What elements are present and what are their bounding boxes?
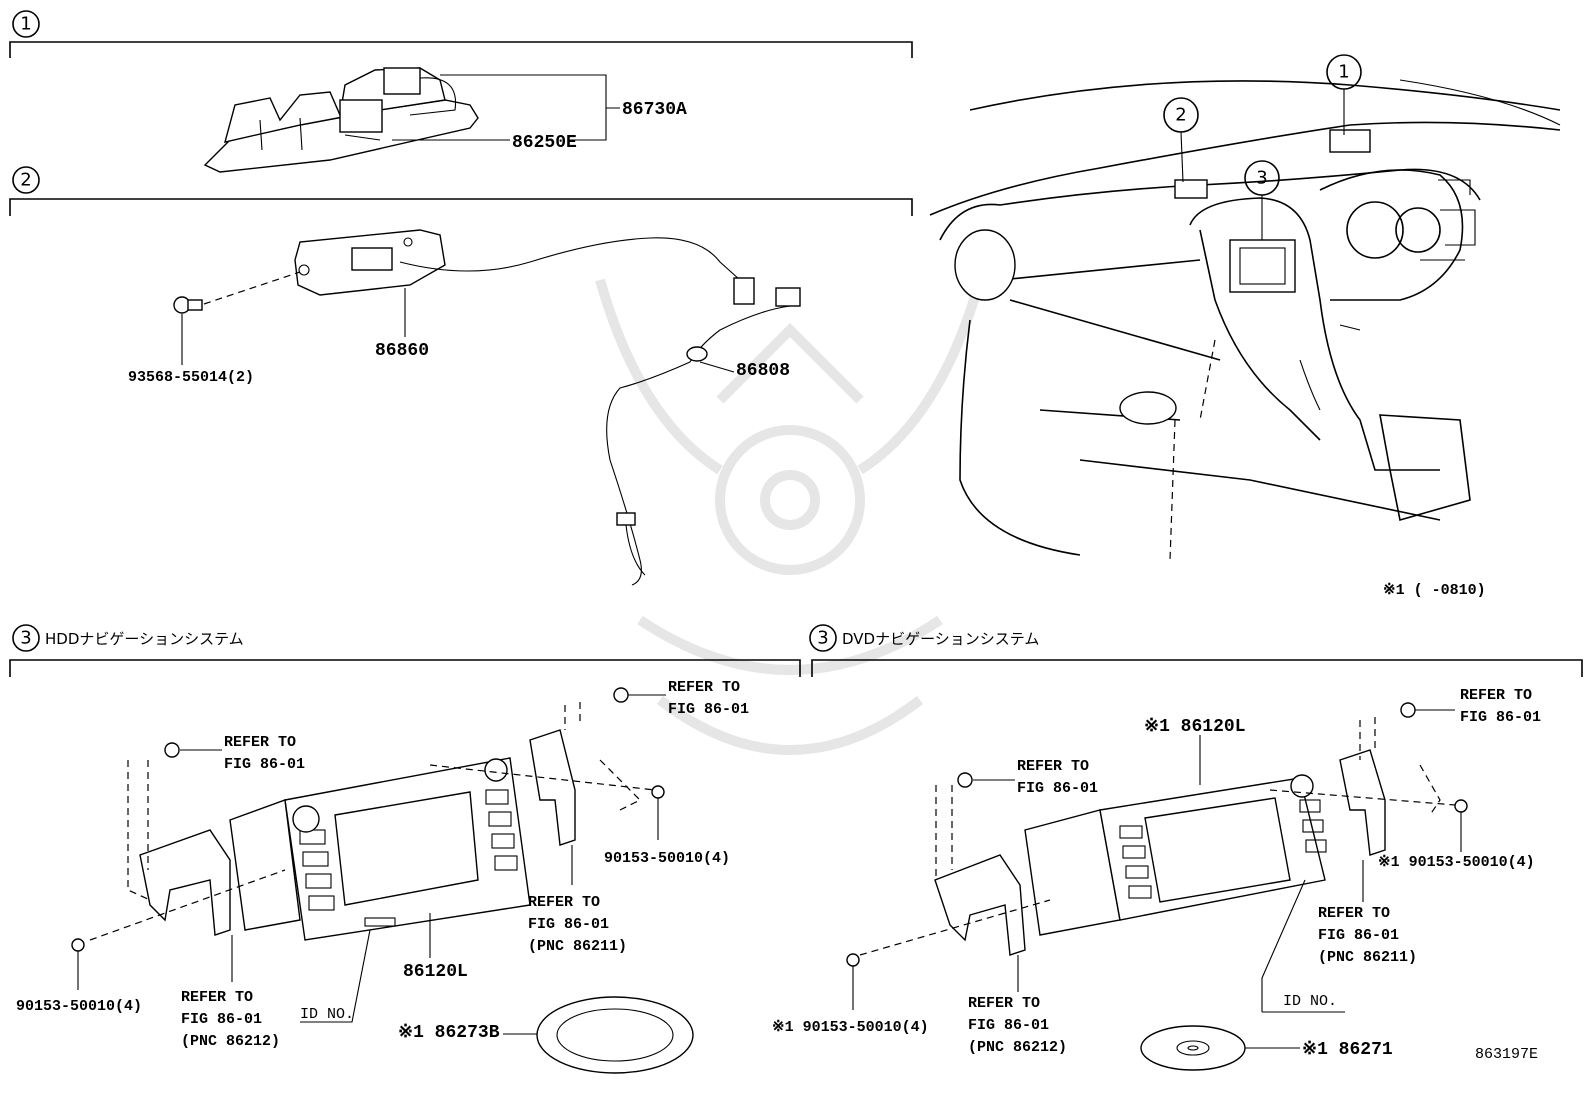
hdd-part-90153-right: 90153-50010(4): [604, 850, 730, 867]
hdd-refer-bot-line3: (PNC 86212): [181, 1033, 280, 1050]
section-3-hdd-marker: [12, 624, 40, 652]
hdd-head-unit: [229, 757, 531, 941]
dvd-id-no: ID NO.: [1283, 993, 1337, 1010]
dvd-part-86271: ※1 86271: [1302, 1040, 1393, 1060]
dvd-part-90153-left: ※1 90153-50010(4): [772, 1019, 929, 1036]
dvd-refer-bot-line3: (PNC 86212): [968, 1039, 1067, 1056]
section-3-hdd-title: HDDナビゲーションシステム: [45, 630, 244, 648]
bracket-module-part: [294, 229, 446, 296]
diagram-id: 863197E: [1475, 1046, 1538, 1063]
dvd-head-unit: [1024, 774, 1327, 936]
section-3-dvd-bracket: [811, 659, 1583, 677]
hdd-left-bracket: [139, 829, 231, 936]
dvd-part-86120L: ※1 86120L: [1144, 717, 1246, 737]
screw: [1400, 702, 1416, 718]
hdd-refer-top-line1: REFER TO: [668, 679, 740, 696]
hdd-refer-bot-line1: REFER TO: [181, 989, 253, 1006]
part-86730A: 86730A: [622, 100, 687, 120]
dvd-refer-left-line2: FIG 86-01: [1017, 780, 1098, 797]
section-2: 2 93568-55014(2) 86860 86808: [9, 166, 913, 586]
screw: [846, 953, 860, 967]
dashboard-overview: 1 2 3 ※1 ( -0810): [929, 54, 1561, 599]
section-2-marker: [12, 166, 40, 194]
dvd-refer-mid-line1: REFER TO: [1318, 905, 1390, 922]
part-93568-55014: 93568-55014(2): [128, 369, 254, 386]
section-2-bracket: [9, 198, 913, 216]
section-3-dvd-title: DVDナビゲーションシステム: [842, 630, 1039, 648]
callout-3: 3: [1256, 168, 1267, 189]
dvd-disc: [1140, 1025, 1246, 1071]
watermark-logo: [595, 278, 985, 755]
section-3-hdd-bracket: [9, 659, 801, 677]
section-1-marker: [12, 10, 40, 38]
compatibility-note: ※1 ( -0810): [1383, 582, 1486, 599]
dvd-part-90153-right: ※1 90153-50010(4): [1378, 854, 1535, 871]
hdd-right-bracket: [529, 729, 576, 846]
screw-93568: [173, 296, 203, 314]
hdd-id-no: ID NO.: [300, 1006, 354, 1023]
dvd-refer-bot-line2: FIG 86-01: [968, 1017, 1049, 1034]
callout-1: 1: [1338, 62, 1349, 83]
hdd-refer-mid-line2: FIG 86-01: [528, 916, 609, 933]
map-disc: [536, 996, 694, 1074]
hdd-refer-mid-line3: (PNC 86211): [528, 938, 627, 955]
dvd-left-bracket: [934, 854, 1026, 956]
part-86860: 86860: [375, 341, 429, 361]
section-3-dvd-marker: [809, 624, 837, 652]
screw: [957, 772, 973, 788]
screw: [71, 938, 85, 952]
dvd-right-bracket: [1339, 749, 1386, 856]
hdd-part-86120L: 86120L: [403, 962, 468, 982]
part-86808: 86808: [736, 361, 790, 381]
screw: [613, 687, 629, 703]
section-3-dvd: 3 DVDナビゲーションシステム: [772, 624, 1583, 1071]
dvd-refer-top-line2: FIG 86-01: [1460, 709, 1541, 726]
hdd-refer-left-line2: FIG 86-01: [224, 756, 305, 773]
hdd-refer-left-line1: REFER TO: [224, 734, 296, 751]
callout-2: 2: [1175, 105, 1186, 126]
section-3-hdd-number: 3: [20, 628, 31, 649]
connector: [733, 277, 755, 305]
screw: [164, 742, 180, 758]
dvd-refer-mid-line3: (PNC 86211): [1318, 949, 1417, 966]
screw: [651, 785, 665, 799]
dvd-refer-bot-line1: REFER TO: [968, 995, 1040, 1012]
hdd-refer-bot-line2: FIG 86-01: [181, 1011, 262, 1028]
hdd-refer-mid-line1: REFER TO: [528, 894, 600, 911]
section-1-bracket: [9, 41, 913, 58]
section-1-number: 1: [20, 14, 31, 35]
section-3-hdd: 3 HDDナビゲーションシステム: [9, 624, 801, 1074]
dvd-refer-mid-line2: FIG 86-01: [1318, 927, 1399, 944]
part-86250E: 86250E: [512, 133, 577, 153]
dvd-refer-top-line1: REFER TO: [1460, 687, 1532, 704]
overhead-console-part: [203, 67, 479, 173]
hdd-part-86273B: ※1 86273B: [398, 1023, 500, 1043]
hdd-refer-top-line2: FIG 86-01: [668, 701, 749, 718]
section-1: 1 86730A 86250E: [9, 10, 913, 173]
screw: [1454, 799, 1468, 813]
section-2-number: 2: [20, 170, 31, 191]
antenna-grommet: [686, 346, 708, 362]
hdd-part-90153-left: 90153-50010(4): [16, 998, 142, 1015]
dvd-refer-left-line1: REFER TO: [1017, 758, 1089, 775]
section-3-dvd-number: 3: [817, 628, 828, 649]
